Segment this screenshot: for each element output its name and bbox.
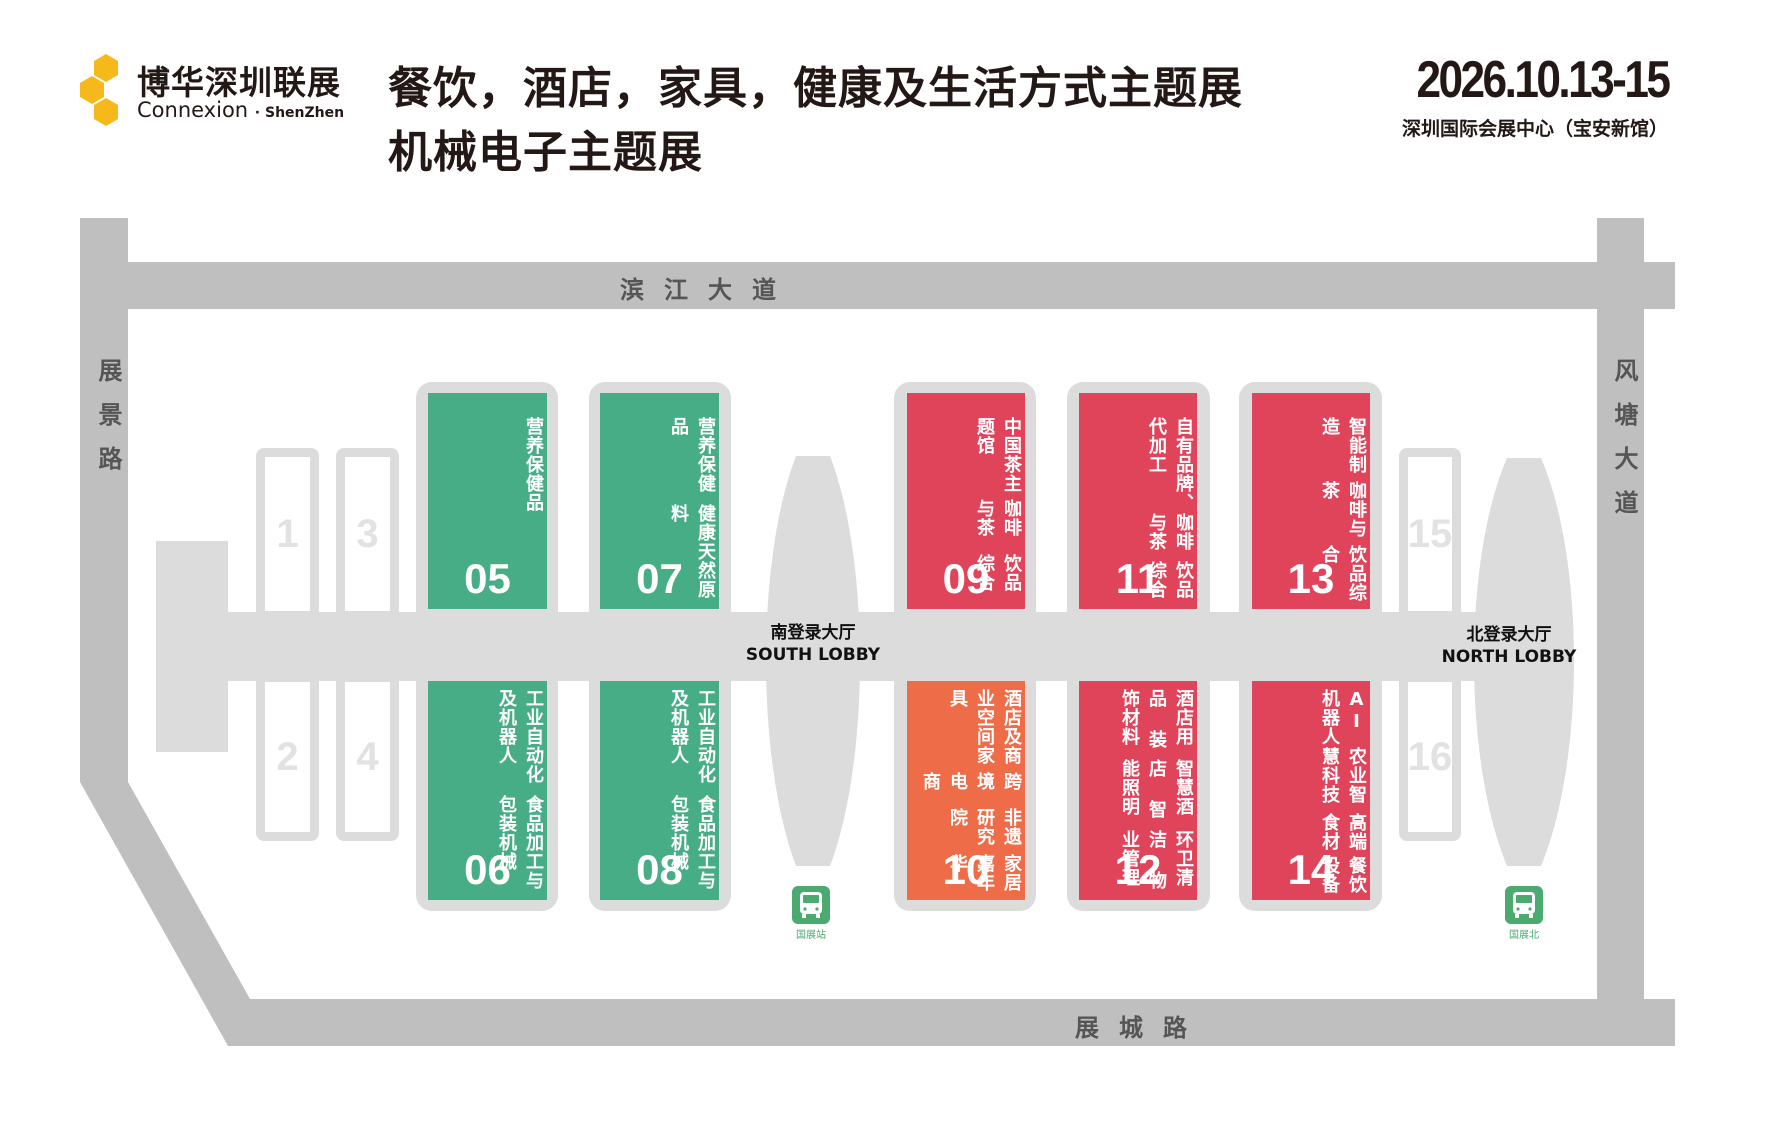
hall-category: 农业智慧科技	[1319, 747, 1367, 805]
hall-category: 营养保健品	[668, 417, 716, 493]
hall-category: 饮品综合	[1319, 545, 1367, 602]
hall-11[interactable]: 自有品牌、代加工咖啡与茶饮品综合 11	[1079, 393, 1197, 609]
hall-category: 工业自动化及机器人	[496, 689, 544, 784]
hall-number: 05	[464, 555, 511, 602]
hall-category: 非遗研究院	[947, 808, 1022, 847]
hall-category: 咖啡与茶	[1146, 513, 1194, 551]
hall-number: 07	[636, 555, 683, 602]
north-station-label: 国展北	[1509, 930, 1539, 941]
hall-category: 酒店用品 装饰材料	[1119, 689, 1194, 749]
south-lobby[interactable]: 南登录大厅 SOUTH LOBBY	[733, 622, 893, 666]
road-label-right: 风塘大道	[1610, 358, 1638, 534]
hall-category: AI机器人	[1319, 689, 1367, 746]
corridor-overlay	[156, 612, 1572, 681]
hall-07[interactable]: 营养保健品健康天然原料 07	[600, 393, 719, 609]
hall-category: 中国茶主题馆	[974, 417, 1022, 493]
road-label-left: 展景路	[94, 358, 122, 490]
south-lobby-en: SOUTH LOBBY	[745, 645, 881, 665]
hall-category: 营养保健品	[523, 417, 544, 512]
hall-10[interactable]: 酒店及商业空间家具跨境电商非遗研究院家居嘉年华 10	[907, 681, 1025, 900]
hall-number: 10	[942, 846, 990, 893]
hall-number: 12	[1114, 846, 1162, 893]
north-lobby[interactable]: 北登录大厅 NORTH LOBBY	[1429, 624, 1589, 668]
hall-05[interactable]: 营养保健品 05	[428, 393, 547, 609]
brand-en-label: Connexion	[137, 98, 249, 122]
hall-category: 酒店及商业空间家具	[947, 689, 1022, 765]
brand-city-label: · ShenZhen	[254, 105, 345, 121]
hall-number: 11	[1115, 555, 1161, 602]
hall-3[interactable]: 3	[336, 448, 399, 620]
hall-category: 咖啡与茶	[974, 499, 1022, 538]
north-lobby-cn: 北登录大厅	[1466, 625, 1552, 645]
hall-category: 饮品综合	[1146, 561, 1194, 599]
roads	[80, 218, 1675, 1046]
hall-1[interactable]: 1	[256, 448, 319, 620]
event-venue: 深圳国际会展中心（宝安新馆）	[1401, 118, 1668, 140]
south-lobby-cn: 南登录大厅	[770, 623, 856, 643]
hall-12[interactable]: 酒店用品 装饰材料智慧酒店 智能照明环卫清洁 物业管理 12	[1079, 681, 1197, 900]
hall-category: 食品加工与包装机械	[668, 794, 716, 890]
hall-category: 饮品综合	[974, 554, 1022, 593]
hall-number: 06	[464, 846, 511, 893]
hall-category: 食品加工与包装机械	[496, 794, 544, 890]
hall-4[interactable]: 4	[336, 673, 399, 841]
hall-category: 咖啡与茶	[1319, 481, 1367, 538]
hall-category: 健康天然原料	[668, 504, 716, 600]
north-lobby-en: NORTH LOBBY	[1441, 647, 1577, 667]
hall-category: 环卫清洁 物业管理	[1119, 829, 1194, 890]
hall-08[interactable]: 工业自动化及机器人食品加工与包装机械 08	[600, 681, 719, 900]
hall-number: 14	[1287, 846, 1335, 893]
hall-category: 家居嘉年华	[947, 854, 1022, 893]
south-station-label: 国展站	[796, 930, 826, 941]
bus-station-icon[interactable]	[792, 886, 830, 924]
hall-number: 13	[1287, 555, 1335, 602]
hall-category: 高端食材	[1319, 812, 1367, 851]
hall-category: 跨境电商	[920, 771, 1022, 791]
top-road	[128, 262, 1675, 309]
brand-name-cn: 博华深圳联展	[137, 63, 341, 102]
hall-category: 自有品牌、代加工	[1146, 417, 1194, 512]
page-title-line1: 餐饮，酒店，家具，健康及生活方式主题展	[388, 63, 1243, 114]
hall-09[interactable]: 中国茶主题馆咖啡与茶饮品综合 09	[907, 393, 1025, 609]
hall-16[interactable]: 16	[1399, 673, 1461, 841]
hall-14[interactable]: AI机器人农业智慧科技高端食材餐饮设备 14	[1252, 681, 1370, 900]
hall-category: 餐饮设备	[1319, 856, 1367, 895]
road-label-top: 滨江大道	[620, 276, 796, 304]
bus-station-icon[interactable]	[1505, 886, 1543, 924]
hall-number: 08	[636, 846, 683, 893]
road-label-bottom: 展城路	[1075, 1014, 1207, 1042]
hall-number: 09	[942, 555, 990, 602]
page-title-line2: 机械电子主题展	[388, 127, 703, 178]
hall-2[interactable]: 2	[256, 673, 319, 841]
hall-category: 工业自动化及机器人	[668, 689, 716, 784]
hall-category: 智慧酒店 智能照明	[1119, 759, 1194, 820]
logo-hexagon-icon	[80, 54, 118, 126]
brand-name-en: Connexion · ShenZhen	[137, 98, 344, 122]
hall-13[interactable]: 智能制造咖啡与茶饮品综合 13	[1252, 393, 1370, 609]
hall-15[interactable]: 15	[1399, 448, 1461, 620]
event-date: 2026.10.13-15	[1416, 51, 1671, 109]
hall-category: 智能制造	[1319, 417, 1367, 474]
hall-06[interactable]: 工业自动化及机器人食品加工与包装机械 06	[428, 681, 547, 900]
